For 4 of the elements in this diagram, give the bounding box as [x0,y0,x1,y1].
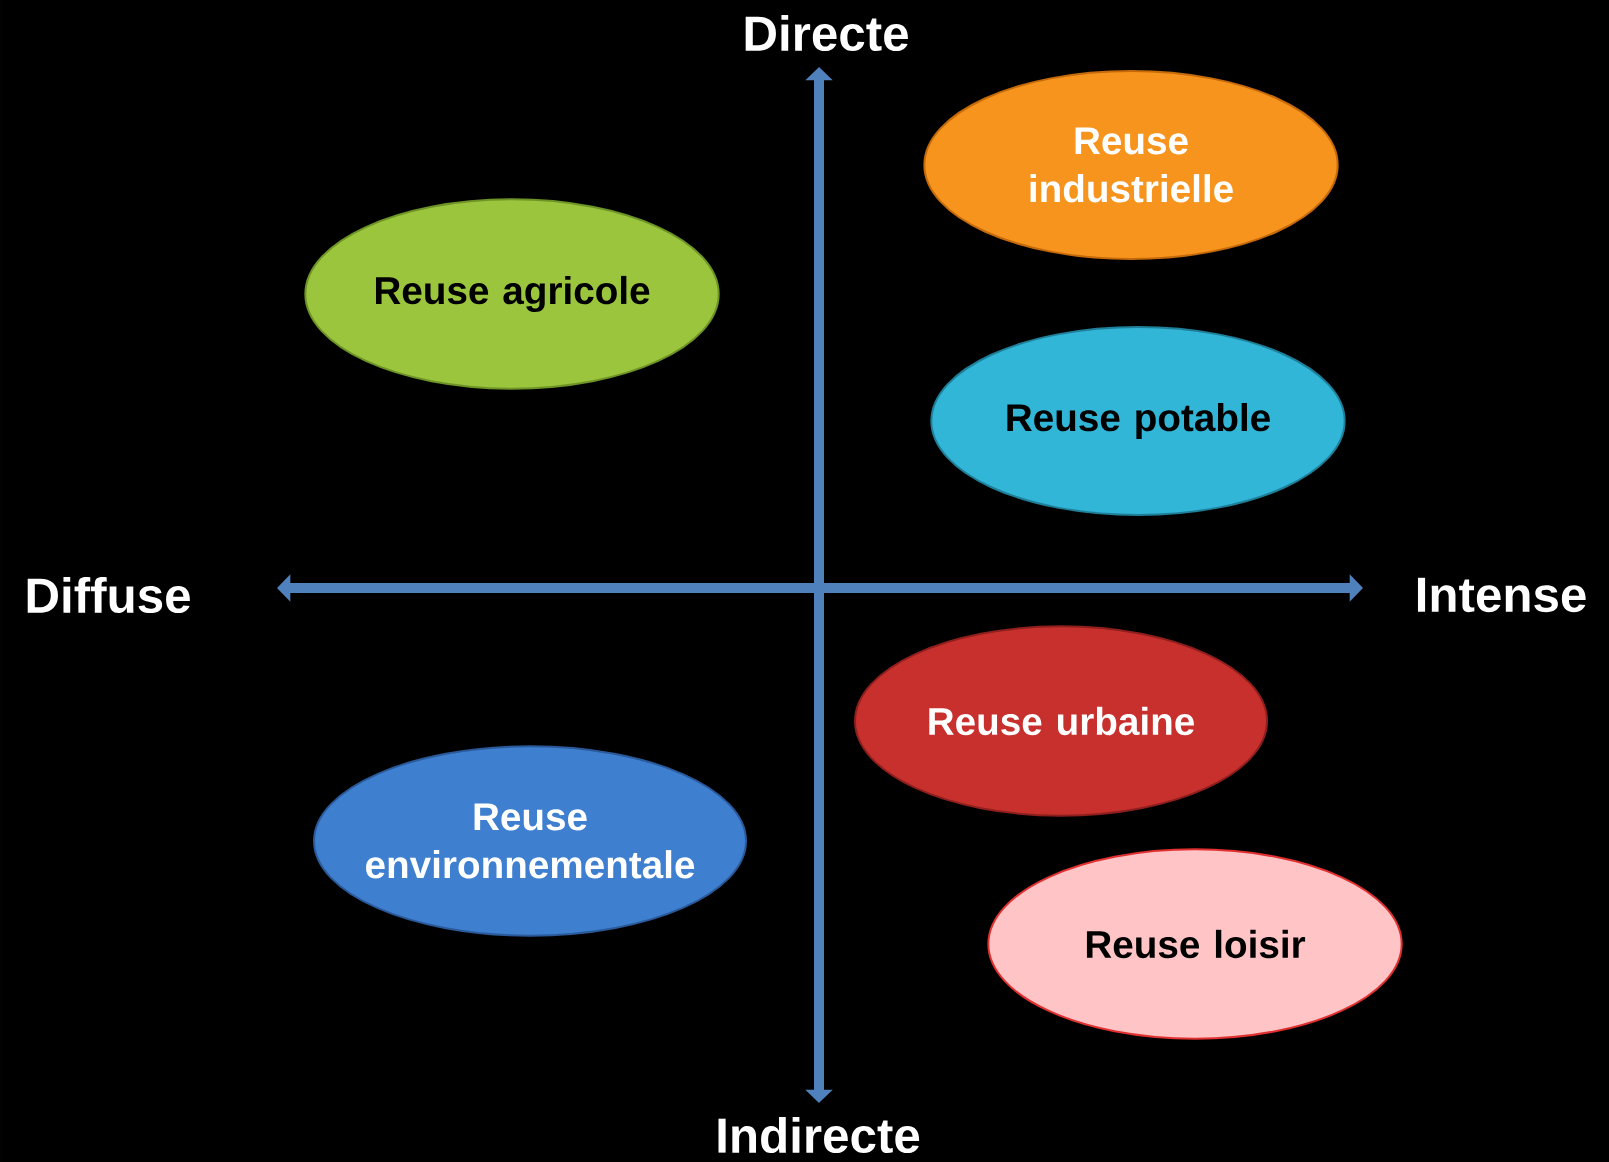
axis-label: Indirecte [718,1116,920,1154]
axis-label: Intense [1417,577,1586,613]
axis-label: Directe [745,14,908,52]
axis-label: Diffuse [27,576,190,614]
